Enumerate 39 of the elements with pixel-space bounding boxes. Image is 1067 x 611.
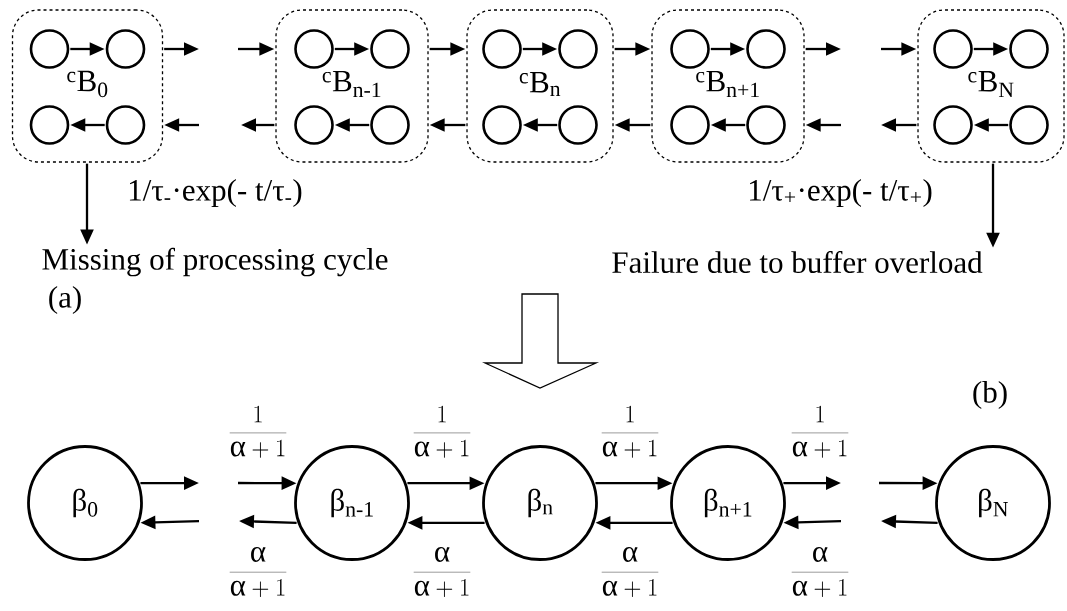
small-circle [1009,29,1049,69]
dashed-box: $^{c}$B$_{n}$ [466,9,614,163]
small-circle [482,105,522,145]
dashed-box: $^{c}$B$_{0}$ [11,9,164,163]
small-circle [29,105,70,145]
dashed-box: $^{c}$B$_{n+1}$ [651,9,805,163]
edge-label: $\frac{\mathrm{α}}{\mathrm{α}+1}$ [413,546,471,598]
small-circle [933,29,973,69]
small-circle [294,29,334,69]
edge-label: $\frac{1}{\mathrm{α}+1}$ [601,405,659,458]
small-circle [746,105,786,145]
edge-label: $\frac{1}{\mathrm{α}+1}$ [413,405,471,458]
small-circle [933,105,973,145]
edge-label: 1/τ$_{+}$·exp(- t/τ$_{+}$) [750,178,932,208]
small-circle [370,29,410,69]
panel-label: (b) [973,380,1007,410]
edge-label: $\frac{1}{\mathrm{α}+1}$ [229,405,287,458]
outcome-text: Failure due to buffer overload [612,250,983,274]
small-circle [670,105,710,145]
edge-label: $\frac{1}{\mathrm{α}+1}$ [791,405,849,458]
small-circle [558,29,598,69]
outcome-text: Missing of processing cycle [42,247,388,277]
small-circle [482,29,522,69]
small-circle [29,29,70,69]
panel-label: (a) [49,285,81,315]
edge-label: $\frac{\mathrm{α}}{\mathrm{α}+1}$ [791,546,849,598]
small-circle [294,105,334,145]
small-circle [370,105,410,145]
dashed-box: $^{c}$B$_{N}$ [917,9,1065,163]
edge-label: $\frac{\mathrm{α}}{\mathrm{α}+1}$ [229,546,287,598]
small-circle [670,29,710,69]
edge-label: 1/τ$_{-}$·exp(- t/τ$_{-}$) [129,178,302,208]
edge-label: $\frac{\mathrm{α}}{\mathrm{α}+1}$ [601,546,659,598]
small-circle [1009,105,1049,145]
small-circle [105,29,146,69]
small-circle [558,105,598,145]
small-circle [105,105,146,145]
small-circle [746,29,786,69]
dashed-box: $^{c}$B$_{n-1}$ [275,9,429,163]
